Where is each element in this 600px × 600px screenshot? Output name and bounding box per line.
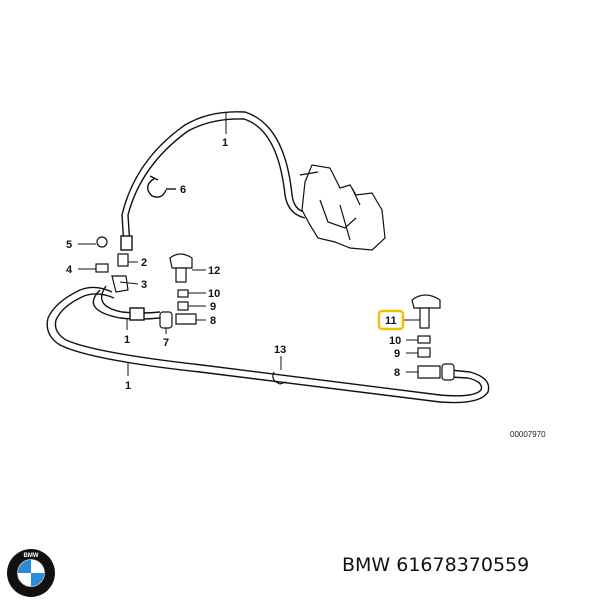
upper-hose-inner bbox=[127, 118, 306, 247]
callout-8: 8 bbox=[210, 315, 216, 327]
washer-10-right bbox=[417, 335, 431, 344]
hoses bbox=[46, 111, 490, 404]
nozzle-stem-left bbox=[175, 267, 187, 283]
washer-10-left bbox=[177, 289, 189, 298]
logo-lettering: BMW bbox=[24, 553, 39, 559]
drawing-number: 00007970 bbox=[510, 430, 546, 439]
washer-reservoir bbox=[299, 164, 386, 251]
callout-12: 12 bbox=[208, 265, 220, 277]
callout-10: 10 bbox=[389, 335, 401, 347]
reservoir-details bbox=[299, 171, 361, 241]
callout-11: 11 bbox=[385, 315, 397, 327]
hose-end-top bbox=[120, 235, 133, 251]
part-number-label: BMW 61678370559 bbox=[342, 554, 530, 576]
seal-9-left bbox=[177, 301, 189, 311]
nozzle-stem-right bbox=[419, 307, 430, 329]
elbow-8-right bbox=[417, 365, 441, 379]
nozzle-12-left bbox=[169, 253, 193, 269]
leader-lines bbox=[78, 113, 420, 376]
callout-labels: 1 1 1 2 3 4 5 6 7 8 8 9 9 10 10 11 12 13… bbox=[66, 137, 546, 439]
callout-9: 9 bbox=[210, 301, 216, 313]
callout-1: 1 bbox=[124, 334, 130, 346]
lower-hose-inner bbox=[54, 293, 483, 397]
callout-13: 13 bbox=[274, 344, 286, 356]
fitting-2 bbox=[117, 253, 129, 267]
clip-13 bbox=[272, 371, 287, 385]
callout-6: 6 bbox=[180, 184, 186, 196]
clamp-7-right bbox=[441, 363, 455, 381]
clip-6 bbox=[147, 175, 176, 198]
elbow-8-left bbox=[175, 313, 197, 325]
callout-3: 3 bbox=[141, 279, 147, 291]
screw-5 bbox=[96, 236, 108, 248]
callout-10: 10 bbox=[208, 288, 220, 300]
logo-quadrant-blue-tl bbox=[17, 559, 31, 573]
callout-5: 5 bbox=[66, 239, 72, 251]
lower-hose-outer bbox=[46, 286, 490, 404]
bracket-4 bbox=[95, 263, 109, 273]
callout-8: 8 bbox=[394, 367, 400, 379]
highlight-box-11 bbox=[377, 309, 405, 331]
callout-1: 1 bbox=[222, 137, 228, 149]
connector-hose-inner bbox=[100, 285, 161, 314]
nozzle-11-right bbox=[411, 294, 441, 309]
hose-end-mid bbox=[129, 307, 145, 321]
seal-9-right bbox=[417, 347, 431, 358]
callout-1: 1 bbox=[125, 380, 131, 392]
upper-hose-outer bbox=[121, 111, 306, 247]
right-parts bbox=[272, 294, 455, 385]
callout-7: 7 bbox=[163, 337, 169, 349]
callout-2: 2 bbox=[141, 257, 147, 269]
bmw-logo: BMW bbox=[7, 549, 55, 597]
parts-diagram: 1 1 1 2 3 4 5 6 7 8 8 9 9 10 10 11 12 13… bbox=[46, 111, 546, 439]
connector-3 bbox=[111, 275, 129, 293]
callout-4: 4 bbox=[66, 264, 73, 276]
logo-quadrant-blue-br bbox=[31, 573, 45, 587]
callout-9: 9 bbox=[394, 348, 400, 360]
clamp-7-left bbox=[159, 311, 173, 329]
reservoir-body bbox=[301, 164, 386, 251]
connector-hose-outer bbox=[92, 289, 161, 320]
